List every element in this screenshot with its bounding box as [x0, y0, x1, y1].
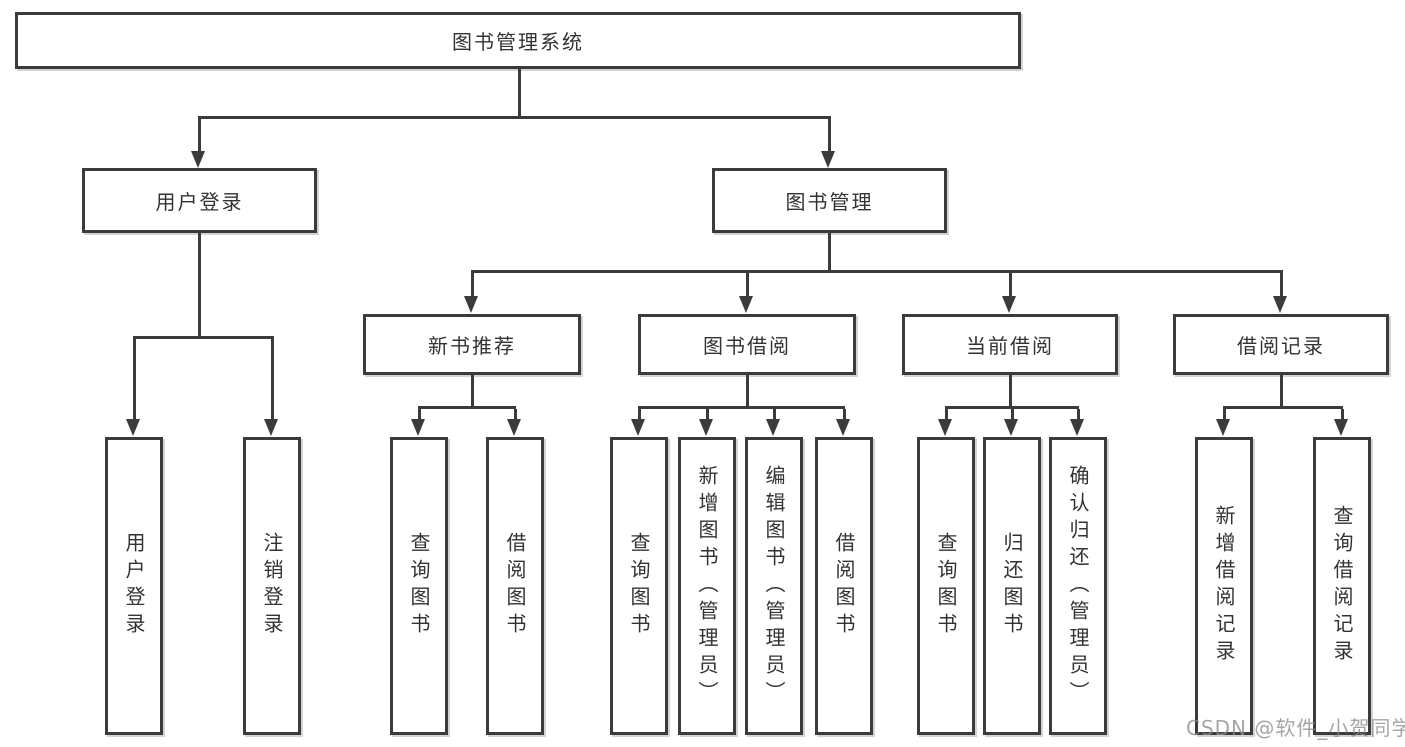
arrow-current-leaf3	[1070, 419, 1084, 436]
arrow-borrow-leaf3	[766, 419, 780, 436]
leaf-borrow-books-label: 借阅图书	[832, 532, 856, 640]
arrow-to-newbook	[464, 296, 478, 313]
leaf-add-books-admin: 新增图书（管理员）	[678, 437, 736, 735]
connector-borrow-hline	[638, 406, 845, 409]
node-borrow-records-label: 借阅记录	[1237, 334, 1325, 358]
connector-current-leaf1-shaft	[945, 409, 948, 420]
arrow-to-records	[1273, 296, 1287, 313]
node-borrow-records: 借阅记录	[1173, 314, 1389, 375]
node-new-book-recommend: 新书推荐	[363, 314, 581, 375]
leaf-user-login-label: 用户登录	[122, 532, 146, 640]
connector-user-login-hline	[133, 336, 274, 339]
leaf-add-borrow-record-label: 新增借阅记录	[1212, 505, 1236, 667]
arrow-to-borrow	[739, 296, 753, 313]
connector-login-leaf1-shaft	[133, 339, 136, 420]
node-current-borrowing: 当前借阅	[902, 314, 1118, 375]
arrow-borrow-leaf4	[836, 419, 850, 436]
leaf-confirm-return-admin-label: 确认归还（管理员）	[1066, 464, 1090, 708]
connector-user-login-stem	[198, 232, 201, 339]
connector-login-leaf2-shaft	[271, 339, 274, 420]
arrow-current-leaf1	[938, 419, 952, 436]
leaf-edit-books-admin: 编辑图书（管理员）	[745, 437, 803, 735]
arrow-to-user-login	[191, 151, 205, 168]
leaf-borrow-books: 借阅图书	[815, 437, 873, 735]
node-user-login-label: 用户登录	[155, 190, 244, 214]
leaf-logout: 注销登录	[243, 437, 301, 735]
node-root: 图书管理系统	[15, 12, 1021, 69]
connector-records-stem	[1280, 374, 1283, 409]
connector-borrow-leaf1-shaft	[638, 409, 641, 420]
leaf-recommend-borrow-books-label: 借阅图书	[503, 532, 527, 640]
leaf-borrow-query-books-label: 查询图书	[627, 532, 651, 640]
connector-newbook-hline	[418, 406, 516, 409]
connector-level3-hline	[471, 270, 1283, 273]
leaf-confirm-return-admin: 确认归还（管理员）	[1049, 437, 1107, 735]
arrow-records-leaf1	[1216, 419, 1230, 436]
connector-user-login-shaft	[198, 119, 201, 152]
node-current-borrowing-label: 当前借阅	[966, 334, 1054, 358]
arrow-newbook-leaf2	[507, 419, 521, 436]
leaf-current-query-books-label: 查询图书	[934, 532, 958, 640]
connector-borrow-leaf2-shaft	[706, 409, 709, 420]
csdn-watermark: CSDN @软件_小贺同学	[1186, 716, 1405, 740]
connector-records-shaft	[1280, 273, 1283, 298]
connector-current-shaft	[1009, 273, 1012, 298]
connector-newbook-stem	[471, 374, 474, 409]
connector-records-leaf1-shaft	[1223, 409, 1226, 420]
node-book-borrowing: 图书借阅	[638, 314, 856, 375]
arrow-to-login-leaf2	[264, 419, 278, 436]
connector-borrow-shaft	[746, 273, 749, 298]
leaf-current-query-books: 查询图书	[917, 437, 975, 735]
connector-book-mgmt-stem	[828, 232, 831, 273]
arrow-to-current	[1002, 296, 1016, 313]
arrow-to-book-mgmt	[821, 151, 835, 168]
node-new-book-recommend-label: 新书推荐	[428, 334, 516, 358]
arrow-records-leaf2	[1334, 419, 1348, 436]
node-book-borrowing-label: 图书借阅	[703, 334, 791, 358]
connector-current-stem	[1009, 374, 1012, 409]
connector-root-stem	[518, 68, 521, 119]
node-book-management-label: 图书管理	[785, 190, 874, 214]
leaf-query-borrow-record-label: 查询借阅记录	[1330, 505, 1354, 667]
connector-newbook-shaft	[471, 273, 474, 298]
connector-level2-hline	[198, 116, 831, 119]
leaf-query-borrow-record: 查询借阅记录	[1313, 437, 1371, 735]
arrow-borrow-leaf1	[631, 419, 645, 436]
connector-current-leaf2-shaft	[1011, 409, 1014, 420]
connector-records-hline	[1223, 406, 1343, 409]
node-root-label: 图书管理系统	[452, 30, 584, 54]
connector-newbook-leaf2-shaft	[514, 409, 517, 420]
node-book-management: 图书管理	[712, 168, 947, 233]
leaf-return-books-label: 归还图书	[1000, 532, 1024, 640]
connector-borrow-leaf3-shaft	[773, 409, 776, 420]
leaf-recommend-borrow-books: 借阅图书	[486, 437, 544, 735]
leaf-add-borrow-record: 新增借阅记录	[1195, 437, 1253, 735]
arrow-newbook-leaf1	[411, 419, 425, 436]
connector-current-hline	[945, 406, 1079, 409]
connector-records-leaf2-shaft	[1341, 409, 1344, 420]
leaf-user-login: 用户登录	[105, 437, 163, 735]
node-user-login: 用户登录	[82, 168, 317, 233]
connector-newbook-leaf1-shaft	[418, 409, 421, 420]
arrow-to-login-leaf1	[126, 419, 140, 436]
leaf-recommend-query-books: 查询图书	[390, 437, 448, 735]
leaf-add-books-admin-label: 新增图书（管理员）	[695, 464, 719, 708]
leaf-return-books: 归还图书	[983, 437, 1041, 735]
leaf-recommend-query-books-label: 查询图书	[407, 532, 431, 640]
connector-book-mgmt-shaft	[828, 119, 831, 152]
leaf-edit-books-admin-label: 编辑图书（管理员）	[762, 464, 786, 708]
arrow-borrow-leaf2	[699, 419, 713, 436]
connector-borrow-leaf4-shaft	[843, 409, 846, 420]
arrow-current-leaf2	[1004, 419, 1018, 436]
connector-current-leaf3-shaft	[1077, 409, 1080, 420]
connector-borrow-stem	[746, 374, 749, 409]
leaf-borrow-query-books: 查询图书	[610, 437, 668, 735]
leaf-logout-label: 注销登录	[260, 532, 284, 640]
